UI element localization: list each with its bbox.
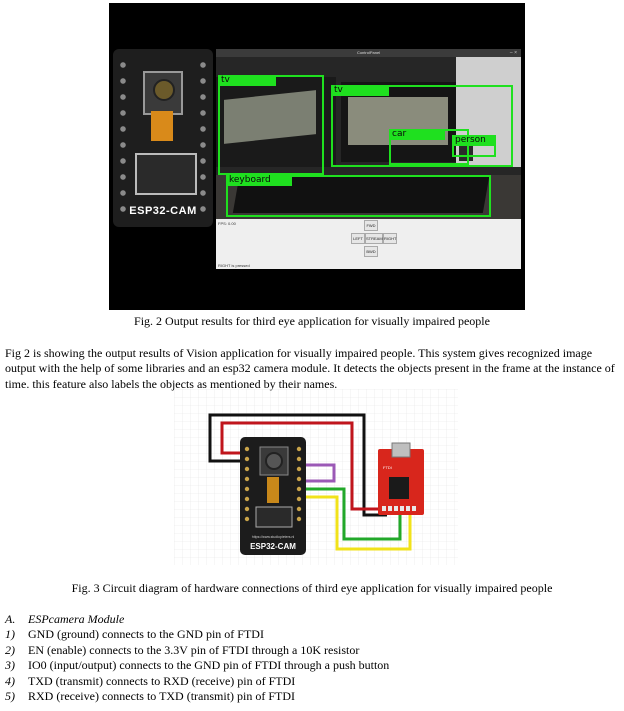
detection-label: tv [218,75,276,86]
list-item-text: GND (ground) connects to the GND pin of … [28,627,264,642]
fps-text: FPS: 0.00 [218,221,236,226]
esp32-cam-board-photo: ESP32-CAM [113,49,213,227]
list-item-number: 5) [5,688,15,703]
board-pins-left [117,57,129,217]
window-controls[interactable]: – × [509,50,517,56]
window-title: ControlPanel [216,49,521,57]
control-panel-window: ControlPanel – × tv tv car person keyboa… [216,49,521,269]
figure-3-circuit-diagram: https://www.studiopieters.nl ESP32-CAM F… [174,389,458,565]
camera-module [143,71,183,115]
figure-2-caption: Fig. 2 Output results for third eye appl… [134,314,490,328]
camera-feed: tv tv car person keyboard [216,57,521,219]
purple-wire [304,463,336,483]
detection-label: car [389,129,445,140]
left-button[interactable]: LEFT [351,233,365,244]
section-title: ESPcamera Module [28,612,125,626]
detection-label: person [452,135,494,146]
yellow-wire [304,495,412,551]
right-button[interactable]: RIGHT [383,233,397,244]
board-pins-right [197,57,209,217]
detection-box-tv-1 [218,75,324,175]
figure-2-image: ESP32-CAM ControlPanel – × tv tv car per… [109,3,525,310]
body-paragraph: Fig 2 is showing the output results of V… [5,346,615,391]
detection-label: keyboard [226,175,292,186]
camera-ribbon [151,111,173,141]
list-item-number: 1) [5,627,15,642]
esp32-cam-board [240,437,306,555]
backward-button[interactable]: BWD [364,246,378,257]
detection-label: tv [331,85,389,96]
board-label: ESP32-CAM [129,205,197,217]
list-item-text: IO0 (input/output) connects to the GND p… [28,658,390,673]
red-wire [220,421,404,511]
camera-lens [153,79,175,101]
ftdi-label: FTDI [383,465,392,470]
camera-lens-icon [265,452,283,470]
esp32-cam-label: ESP32-CAM [250,542,296,551]
list-item-number: 3) [5,658,15,673]
detection-box-keyboard [226,175,491,217]
detection-box-tv-2 [331,85,513,167]
list-item-number: 2) [5,642,15,657]
board-url: https://www.studiopieters.nl [252,535,295,539]
stream-button[interactable]: STREAM [365,233,383,244]
green-wire [304,487,402,541]
list-item-text: RXD (receive) connects to TXD (transmit)… [28,688,296,703]
forward-button[interactable]: FWD [364,220,378,231]
black-wire [208,413,387,517]
section-marker: A. [5,612,16,626]
list-item-number: 4) [5,673,15,688]
list-item-text: EN (enable) connects to the 3.3V pin of … [28,642,360,657]
ftdi-adapter [378,442,424,515]
status-text: RIGHT is pressed [218,263,250,268]
sd-card-slot [135,153,197,195]
figure-3-caption: Fig. 3 Circuit diagram of hardware conne… [71,581,553,595]
list-item-text: TXD (transmit) connects to RXD (receive)… [28,673,296,688]
